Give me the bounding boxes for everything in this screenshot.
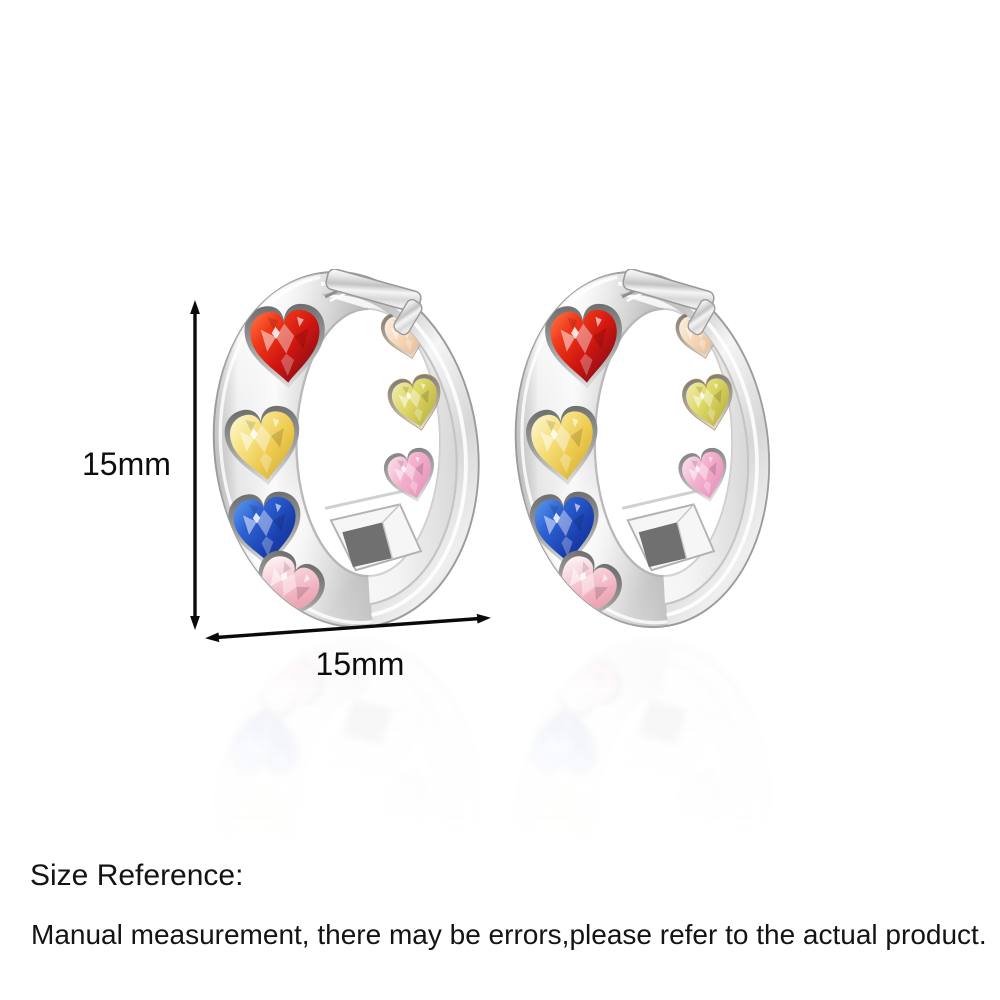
size-reference-label: Size Reference: [30,859,244,892]
height-label: 15mm [82,446,171,482]
width-dimension-arrow [205,613,491,643]
disclaimer-text: Manual measurement, there may be errors,… [31,919,987,950]
width-label: 15mm [315,646,405,682]
